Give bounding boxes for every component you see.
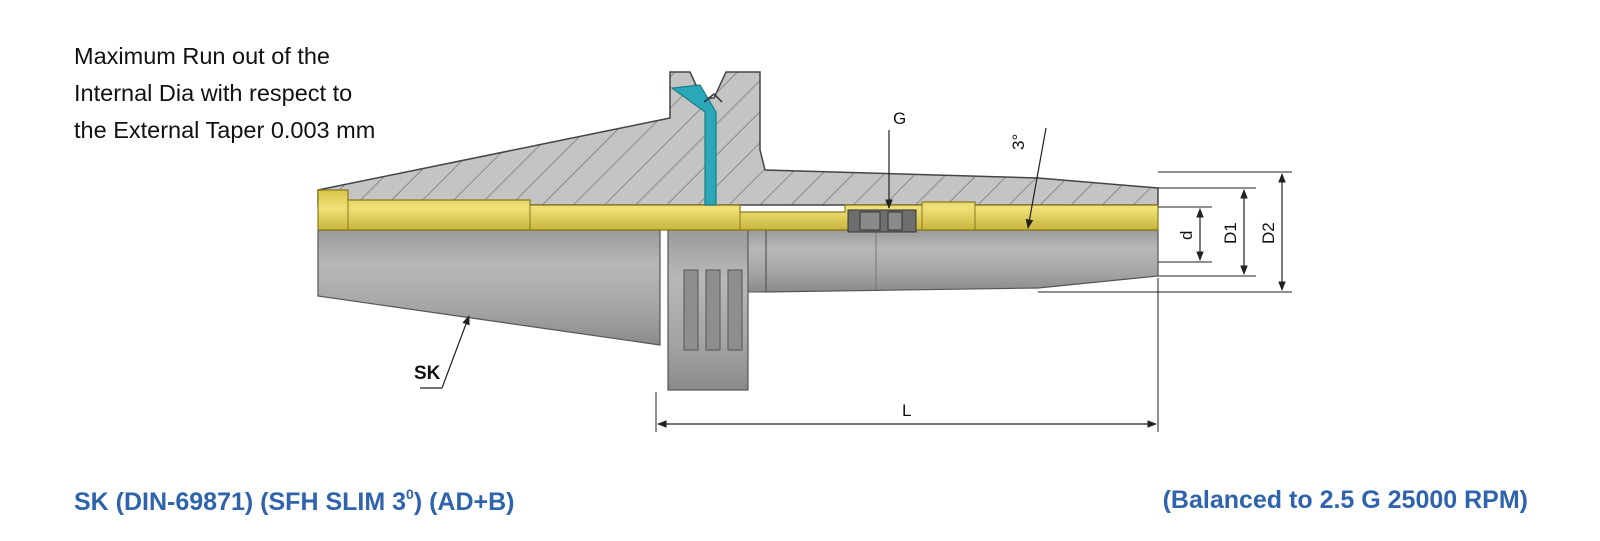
label-SK: SK <box>414 363 441 384</box>
runout-note-line-3: the External Taper 0.003 mm <box>74 117 376 143</box>
adjusting-screw <box>847 209 917 233</box>
label-D2: D2 <box>1259 222 1278 244</box>
nose-body <box>765 229 1159 293</box>
runout-note-line-2: Internal Dia with respect to <box>74 80 353 106</box>
runout-note: Maximum Run out of the Internal Dia with… <box>74 38 375 149</box>
product-title-tail: ) (AD+B) <box>413 488 515 516</box>
label-D1: D1 <box>1221 222 1240 244</box>
label-L: L <box>902 401 911 420</box>
flange-groove-2 <box>705 269 721 351</box>
flange-groove-1 <box>683 269 699 351</box>
runout-note-line-1: Maximum Run out of the <box>74 43 330 69</box>
internal-bore-brass <box>317 189 1159 231</box>
coolant-channel <box>670 84 717 206</box>
label-G: G <box>893 109 906 128</box>
product-title-main: SK (DIN-69871) (SFH SLIM 3 <box>74 488 407 516</box>
product-title: SK (DIN-69871) (SFH SLIM 30) (AD+B) <box>74 486 515 517</box>
label-d: d <box>1177 231 1196 240</box>
flange-neck <box>747 229 767 293</box>
balance-spec: (Balanced to 2.5 G 25000 RPM) <box>1162 486 1528 514</box>
product-title-degree: 0 <box>406 486 414 502</box>
flange-groove-3 <box>727 269 743 351</box>
section-upper-hatched <box>317 71 1159 206</box>
taper-shank-body <box>317 229 661 346</box>
label-angle: 3° <box>1009 134 1028 150</box>
